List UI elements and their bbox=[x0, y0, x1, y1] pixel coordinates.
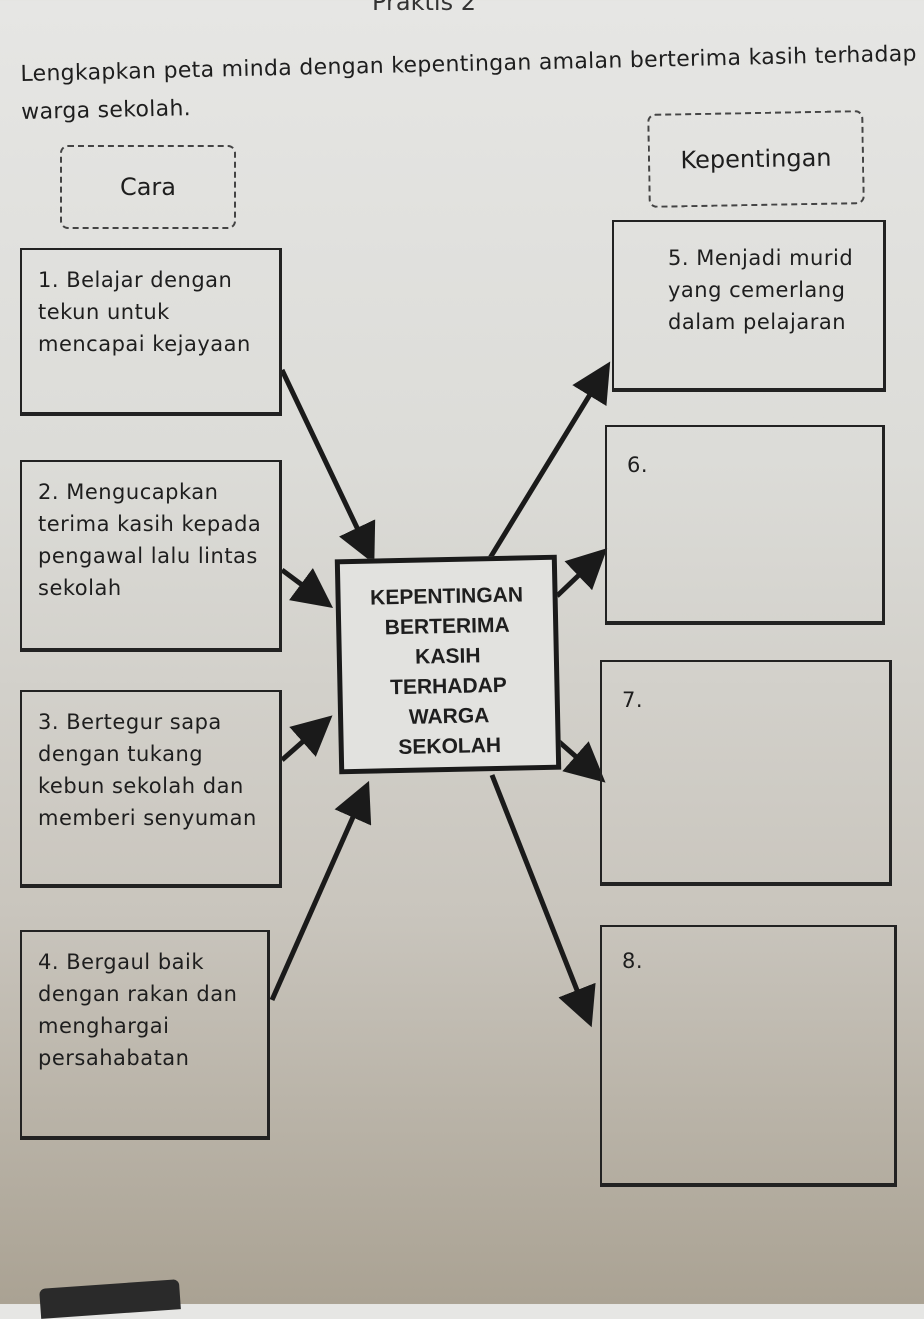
cara-box-4: 4. Bergaul baik dengan rakan dan menghar… bbox=[20, 930, 270, 1140]
center-line-3: KASIH bbox=[414, 644, 481, 669]
arrow-5 bbox=[487, 361, 611, 560]
cara-box-2: 2. Mengucapkan terima kasih kepada penga… bbox=[20, 460, 282, 652]
arrow-2 bbox=[280, 567, 334, 608]
worksheet-title: Praktis 2 bbox=[372, 0, 477, 16]
arrow-6 bbox=[555, 548, 608, 598]
center-line-4: TERHADAP bbox=[389, 673, 508, 700]
arrow-3 bbox=[280, 715, 333, 762]
kepentingan-box-8[interactable]: 8. bbox=[600, 925, 897, 1187]
kepentingan-box-6[interactable]: 6. bbox=[605, 425, 885, 625]
center-topic-box: KEPENTINGAN BERTERIMA KASIH TERHADAP WAR… bbox=[334, 554, 562, 775]
center-line-2: BERTERIMA bbox=[384, 613, 510, 640]
arrow-1 bbox=[279, 368, 376, 565]
center-line-5: WARGA bbox=[408, 704, 490, 729]
arrow-8 bbox=[489, 774, 596, 1028]
kepentingan-box-7[interactable]: 7. bbox=[600, 660, 892, 886]
kepentingan-box-5: 5. Menjadi murid yang cemerlang dalam pe… bbox=[612, 220, 886, 392]
center-line-1: KEPENTINGAN bbox=[369, 583, 524, 610]
center-line-6: SEKOLAH bbox=[398, 733, 502, 760]
cara-header: Cara bbox=[60, 145, 236, 229]
arrow-4 bbox=[269, 780, 372, 1002]
cara-box-1: 1. Belajar dengan tekun untuk mencapai k… bbox=[20, 248, 282, 416]
cara-box-3: 3. Bertegur sapa dengan tukang kebun sek… bbox=[20, 690, 282, 888]
arrow-7 bbox=[555, 738, 606, 783]
